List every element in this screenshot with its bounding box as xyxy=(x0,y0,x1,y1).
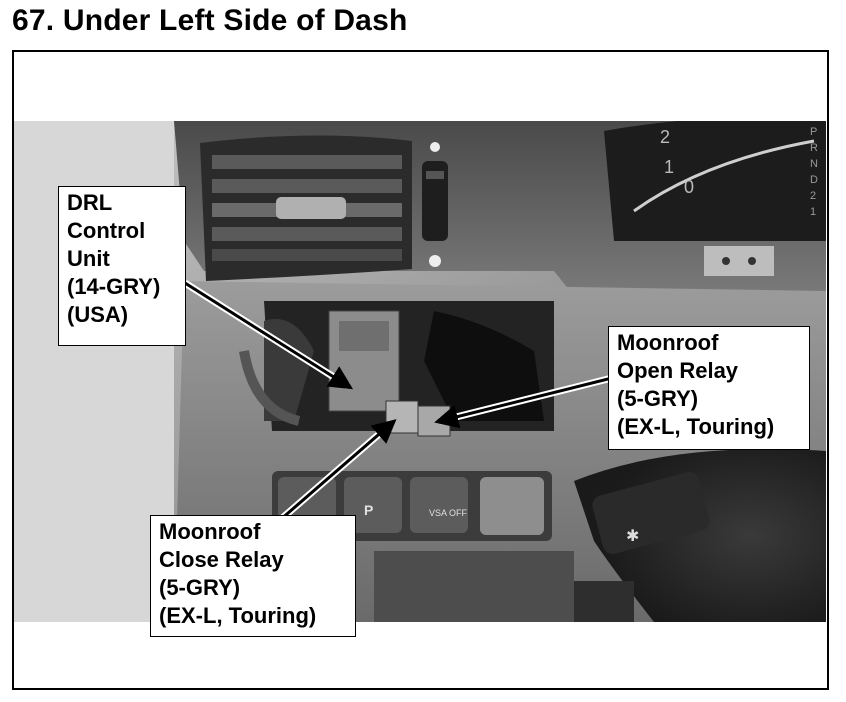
open-relay-leader-arrow xyxy=(434,376,613,429)
air-vent-icon xyxy=(200,135,412,281)
speedo-digit: 2 xyxy=(660,127,670,147)
callout-line: DRL xyxy=(67,190,113,215)
callout-line: (5-GRY) xyxy=(617,386,699,411)
vsa-off-button-label: VSA OFF xyxy=(429,508,468,518)
callout-line: Moonroof xyxy=(159,519,261,544)
instrument-cluster: 2 1 0 P R N D 2 1 xyxy=(604,121,826,276)
parking-sensor-button-label: P xyxy=(364,502,373,518)
callout-line: (EX-L, Touring) xyxy=(617,414,775,439)
page-title: 67. Under Left Side of Dash xyxy=(12,4,408,37)
callout-line: (USA) xyxy=(67,302,129,327)
callout-line: Moonroof xyxy=(617,330,719,355)
gear-letter: 1 xyxy=(810,206,816,218)
gear-letter: P xyxy=(810,126,817,138)
callout-line: Open Relay xyxy=(617,358,739,383)
gear-letter: N xyxy=(810,158,818,170)
callout-line: Close Relay xyxy=(159,547,284,572)
callout-line: (5-GRY) xyxy=(159,575,241,600)
speedo-digit: 1 xyxy=(664,157,674,177)
gear-letter: D xyxy=(810,174,818,186)
svg-text:✱: ✱ xyxy=(626,528,639,545)
left-latch-icon xyxy=(239,350,301,426)
moonroof-open-relay-callout: Moonroof Open Relay (5-GRY) (EX-L, Touri… xyxy=(608,326,810,450)
steering-column-icon: ✱ xyxy=(574,449,826,622)
moonroof-close-relay-callout: Moonroof Close Relay (5-GRY) (EX-L, Tour… xyxy=(150,515,356,637)
speedo-digit: 0 xyxy=(684,177,694,197)
callout-line: Unit xyxy=(67,246,110,271)
callout-line: (EX-L, Touring) xyxy=(159,603,317,628)
callout-line: Control xyxy=(67,218,146,243)
callout-line: (14-GRY) xyxy=(67,274,161,299)
gear-letter: 2 xyxy=(810,190,816,202)
drl-leader-arrow xyxy=(184,281,354,390)
drl-control-unit-callout: DRL Control Unit (14-GRY) (USA) xyxy=(58,186,186,346)
footwell xyxy=(374,551,574,622)
gear-letter: R xyxy=(810,142,818,154)
vent-knob-icon xyxy=(422,142,448,267)
close-relay-leader-arrow xyxy=(279,419,397,522)
